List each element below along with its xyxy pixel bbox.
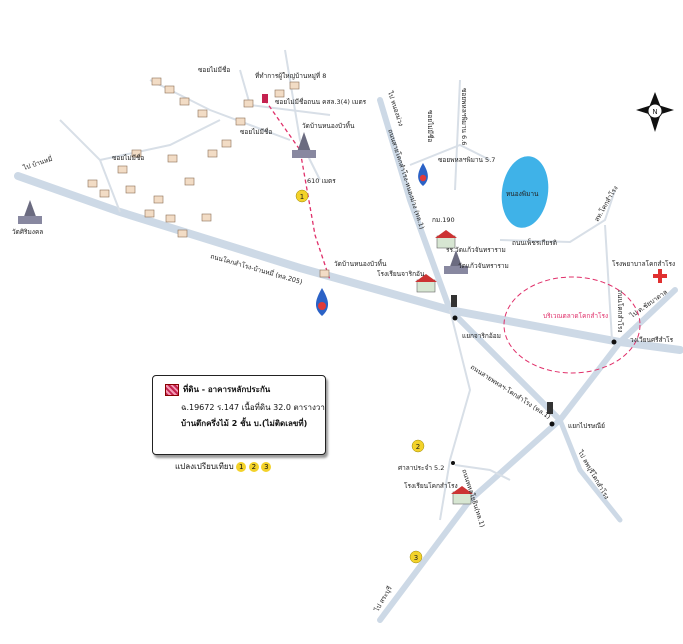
label-zone: บริเวณตลาดโคกสำโรง xyxy=(543,312,608,320)
compare-badge: 2 xyxy=(248,462,259,472)
label-hospital-road: ถนนโคกสำโรง xyxy=(616,290,624,332)
label-soi-east3: ซอยพหลฯพิมาน 5.7 xyxy=(438,156,495,164)
property-marker xyxy=(262,94,268,103)
junction-dot xyxy=(452,315,458,321)
label-left-soi: ซอยไม่มีชื่อ xyxy=(112,153,144,162)
label-left-soi-2: ซอยไม่มีชื่อ xyxy=(240,127,272,136)
compare-label: แปลงเปรียบเทียบ xyxy=(175,462,234,471)
legend-title: ที่ดิน - อาคารหลักประกัน xyxy=(183,385,271,394)
label-junction-post: แยกไปรษณีย์ xyxy=(568,422,605,430)
legend-box: ที่ดิน - อาคารหลักประกัน ฉ.19672 ร.147 เ… xyxy=(152,375,326,455)
label-top-soi: ซอยไม่มีชื่อ xyxy=(198,65,230,74)
label-lake: หนองพิมาน xyxy=(506,190,539,198)
compare-marker-label: 3 xyxy=(414,554,418,562)
label-soi-east1: ซอยไม่มีชื่อ xyxy=(426,110,435,142)
compare-marker-3: 3 xyxy=(409,550,423,564)
temple-icon xyxy=(292,132,316,158)
compare-marker-label: 2 xyxy=(416,443,420,451)
junction-dot xyxy=(549,421,555,427)
legend-line-3: บ้านตึกครึ่งไม้ 2 ชั้น บ.(ไม่ติดเลขที่) xyxy=(181,419,308,428)
gas-station-icon xyxy=(418,163,428,186)
compare-plots: แปลงเปรียบเทียบ 1 2 3 xyxy=(175,460,272,473)
label-wat-kaew: วัดแก้วจันทราราม xyxy=(458,262,509,270)
label-wat-left: วัดศิริมงคล xyxy=(12,228,43,236)
traffic-light-icon xyxy=(451,295,457,307)
junction-dot xyxy=(611,339,617,345)
label-school-wat: รร.วัดแก้วจันทราราม xyxy=(446,246,506,254)
traffic-light-icon xyxy=(547,402,553,414)
legend-line-2: ฉ.19672 ร.147 เนื้อที่ดิน 32.0 ตารางวา xyxy=(181,403,325,412)
lake-nong-phiman xyxy=(501,156,549,228)
school-icon xyxy=(415,274,437,293)
junction-dot xyxy=(451,461,455,465)
compare-marker-2: 2 xyxy=(411,439,425,453)
label-hospital: โรงพยาบาลโคกสำโรง xyxy=(612,260,675,268)
compare-marker-1: 1 xyxy=(295,189,309,203)
compare-badge: 3 xyxy=(261,462,272,472)
label-headman: ที่ทำการผู้ใหญ่บ้านหมู่ที่ 8 xyxy=(255,71,326,80)
label-dist-610: 610 เมตร xyxy=(307,177,336,185)
label-intersection-nong: วัดบ้านหนองบัวทิ้น xyxy=(334,259,387,268)
route-to-property xyxy=(264,99,331,281)
label-school2: โรงเรียนโคกสำโรง xyxy=(404,482,458,490)
label-km-s: ศาลาประจำ 5.2 xyxy=(398,464,444,472)
compare-marker-label: 1 xyxy=(300,193,304,201)
legend-swatch xyxy=(165,384,179,396)
label-wat-nongwa: วัดบ้านหนองบัวทิ้น xyxy=(302,121,355,130)
label-junction-charik: แยกจาริกอ้อม xyxy=(462,332,501,340)
temple-icon xyxy=(444,250,468,274)
house-cluster xyxy=(87,77,330,278)
gas-station-icon xyxy=(315,288,329,316)
label-to-banmi: ไป บ้านหมี่ xyxy=(21,154,54,172)
temple-icon xyxy=(18,200,42,224)
school-icon xyxy=(435,230,457,249)
compass-north-label: N xyxy=(652,108,657,116)
label-school: โรงเรียนจาริกอัน xyxy=(377,270,425,278)
compare-badge: 1 xyxy=(236,462,247,472)
label-phetkasem: ถนนเพ็ชรเกียรติ xyxy=(512,238,557,247)
label-soi-east2: ซอยพหลฯพิมาน 6.6 xyxy=(460,88,468,145)
road-network xyxy=(14,49,683,623)
label-soi-prop: ซอยไม่มีชื่อถนน คสล.3(4) เมตร xyxy=(275,97,367,106)
label-circle: วงเวียนศรีสำโร xyxy=(630,336,674,344)
label-km190: กม.190 xyxy=(432,216,455,224)
market-zone xyxy=(503,276,641,374)
hospital-cross-icon xyxy=(653,269,667,283)
compass-icon: N xyxy=(636,92,674,132)
school-icon xyxy=(451,486,473,505)
